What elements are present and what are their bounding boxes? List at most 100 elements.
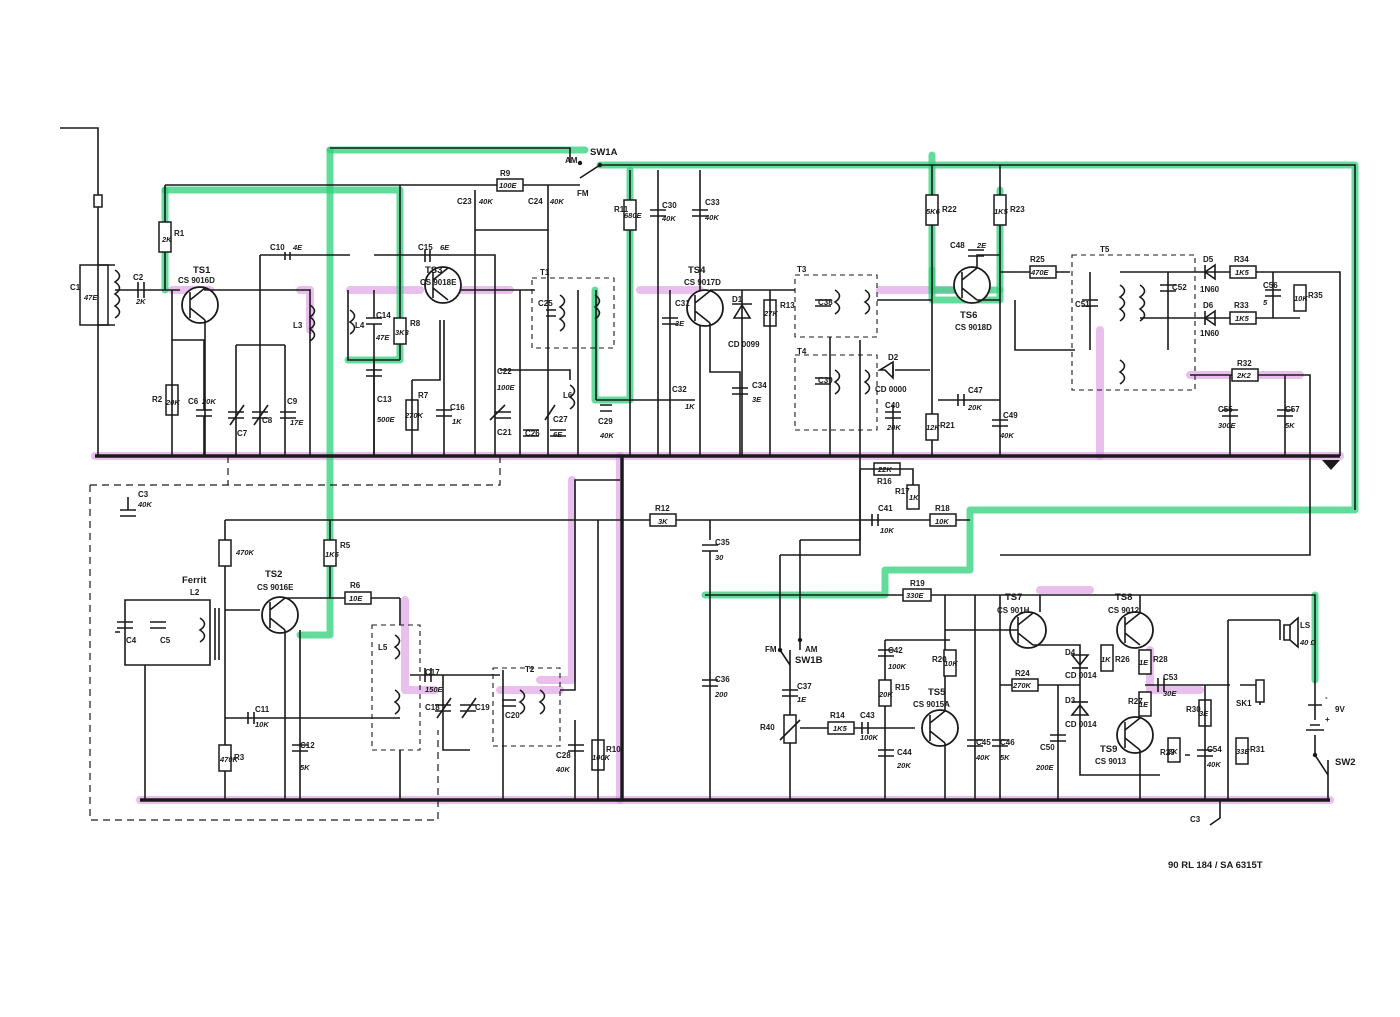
ts8-type: CS 9012 [1108, 606, 1140, 615]
r30-value: 3E [1199, 709, 1209, 718]
middle-bus [225, 456, 970, 800]
r27-label: R27 [1128, 697, 1143, 706]
c36-label: C36 [715, 675, 730, 684]
r12-value: 3K [658, 517, 668, 526]
labels: TS1 CS 9016D TS2 CS 9016E TS3 CS 9018E T… [70, 147, 1356, 871]
r9-resistor [496, 178, 524, 192]
c33-value: 40K [704, 213, 719, 222]
c3-label: C3 [138, 490, 149, 499]
r23-resistor [993, 194, 1007, 226]
ferrite-label: Ferrit [182, 575, 207, 586]
c27-value: 6E [553, 430, 563, 439]
ts3-label: TS3 [425, 265, 442, 276]
r28-label: R28 [1153, 655, 1168, 664]
r10-label: R10 [606, 745, 621, 754]
speaker-label: LS [1300, 621, 1311, 630]
ts5-type: CS 9015A [913, 700, 950, 709]
t2-label: T2 [525, 665, 535, 674]
c53-value: 30E [1163, 689, 1177, 698]
ts9-transistor [1116, 716, 1154, 754]
d5-type: 1N60 [1200, 285, 1220, 294]
r21-resistor [925, 413, 939, 441]
c14-label: C14 [376, 311, 391, 320]
t5-detector [1000, 254, 1341, 556]
r1-label: R1 [174, 229, 185, 238]
c19-label: C19 [475, 703, 490, 712]
r21-value: 12K [926, 423, 940, 432]
r19-resistor [902, 588, 932, 602]
ts6-stage [925, 165, 1075, 456]
r9-label: R9 [500, 169, 511, 178]
c34-label: C34 [752, 381, 767, 390]
antenna [60, 127, 121, 456]
ts4-type: CS 9017D [684, 278, 721, 287]
c54-value: 40K [1206, 760, 1221, 769]
top-bus [165, 147, 1356, 510]
c39-label: C39 [818, 376, 833, 385]
r3-resistor [218, 744, 232, 772]
c12-value: 5K [300, 763, 310, 772]
d3-type: CD 0014 [1065, 720, 1097, 729]
r3-label: R3 [234, 753, 245, 762]
c56-value: 5 [1263, 298, 1268, 307]
c46-label: C46 [1000, 738, 1015, 747]
sw1a-label: SW1A [590, 147, 618, 158]
r34-resistor [1229, 265, 1257, 279]
c40-label: C40 [885, 401, 900, 410]
d1-type: CD 0099 [728, 340, 760, 349]
ts3-transistor [424, 266, 462, 304]
sk1-label: SK1 [1236, 699, 1252, 708]
c49-value: 40K [999, 431, 1014, 440]
r34-label: R34 [1234, 255, 1249, 264]
l4-label: L4 [355, 321, 365, 330]
c45-value: 40K [975, 753, 990, 762]
r14-value: 1K5 [833, 724, 848, 733]
r34-value: 1K5 [1235, 268, 1250, 277]
r18-label: R18 [935, 504, 950, 513]
c3-label-bottom: C3 [1190, 815, 1201, 824]
r8-value: 3K3 [395, 328, 410, 337]
supply-plus: + [1325, 715, 1330, 724]
r2-label: R2 [152, 395, 163, 404]
c41-label: C41 [878, 504, 893, 513]
ts8-transistor [1116, 611, 1154, 649]
c54-label: C54 [1207, 745, 1222, 754]
c10-label: C10 [270, 243, 285, 252]
r40-label: R40 [760, 723, 775, 732]
t5-box [1071, 254, 1196, 391]
t4-box [794, 354, 878, 431]
r5-value: 1K5 [325, 550, 340, 559]
t2-block [492, 479, 620, 800]
r22-value: 5K6 [926, 207, 941, 216]
c44-label: C44 [897, 748, 912, 757]
c32-label: C32 [672, 385, 687, 394]
c9-label: C9 [287, 397, 298, 406]
r19-value: 330E [906, 591, 925, 600]
r33-resistor [1229, 311, 1257, 325]
c23-label: C23 [457, 197, 472, 206]
c10-value: 4E [292, 243, 303, 252]
c31-label: C31 [675, 299, 690, 308]
ts6-type: CS 9018D [955, 323, 992, 332]
r18-value: 10K [935, 517, 949, 526]
c52-label: C52 [1172, 283, 1187, 292]
ts6-label: TS6 [960, 310, 977, 321]
c50-value: 200E [1035, 763, 1055, 772]
c11-value: 10K [255, 720, 269, 729]
c5-label: C5 [160, 636, 171, 645]
ts7-label: TS7 [1005, 592, 1022, 603]
c31-value: 3E [675, 319, 685, 328]
r1-value: 2K [161, 235, 172, 244]
am-label-bottom: AM [805, 645, 818, 654]
d4-type: CD 0014 [1065, 671, 1097, 680]
c36-value: 200 [714, 690, 728, 699]
c56-label: C56 [1263, 281, 1278, 290]
ts3-type: CS 9018E [420, 278, 457, 287]
d5-label: D5 [1203, 255, 1214, 264]
c25-label: C25 [538, 299, 553, 308]
c55-value: 300E [1218, 421, 1237, 430]
c6-label: C6 [188, 397, 199, 406]
ts5-transistor [921, 709, 959, 747]
d6-type: 1N60 [1200, 329, 1220, 338]
d2-label: D2 [888, 353, 899, 362]
